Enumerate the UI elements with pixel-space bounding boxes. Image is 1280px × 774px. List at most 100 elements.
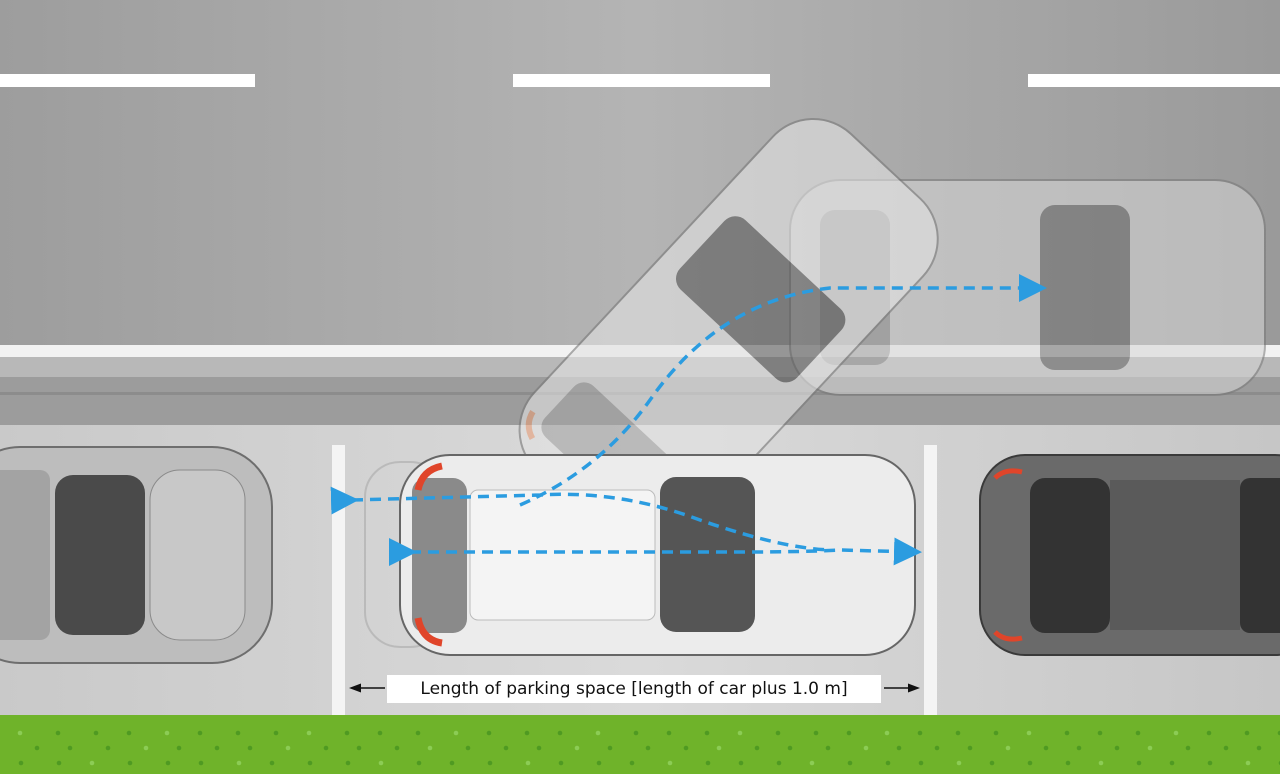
grass-dot — [524, 730, 530, 736]
grass-dot — [704, 730, 710, 736]
grass-dot — [595, 730, 601, 736]
parking-line-right — [924, 445, 937, 717]
grass-dot — [453, 730, 459, 736]
grass-dot — [574, 745, 580, 751]
grass-dot — [1098, 760, 1104, 766]
grass-dot — [629, 760, 635, 766]
parking-space-length-label: Length of parking space [length of car p… — [387, 675, 881, 703]
grass-dot — [1064, 730, 1070, 736]
grass-dot — [235, 730, 241, 736]
grass-dot — [607, 745, 613, 751]
grass-dot — [934, 745, 940, 751]
main-car — [364, 454, 916, 656]
grass-dot — [503, 745, 509, 751]
grass — [0, 715, 1280, 774]
grass-dot — [683, 745, 689, 751]
grass-dot — [93, 730, 99, 736]
grass-dot — [1135, 730, 1141, 736]
grass-dot — [918, 760, 924, 766]
grass-dot — [809, 760, 815, 766]
grass-dot — [738, 760, 744, 766]
grass-dot — [896, 745, 902, 751]
grass-dot — [1026, 730, 1032, 736]
grass-dot — [705, 760, 711, 766]
parking-line-left — [332, 445, 345, 717]
grass-dot — [1169, 760, 1175, 766]
grass-dot — [775, 730, 781, 736]
grass-dot — [377, 730, 383, 736]
grass-dot — [1097, 730, 1103, 736]
grass-dot — [323, 745, 329, 751]
grass-dot — [917, 730, 923, 736]
grass-dot — [633, 730, 639, 736]
grass-dot — [214, 745, 220, 751]
grass-dot — [666, 730, 672, 736]
grass-dot — [18, 760, 24, 766]
maneuver-paths — [330, 274, 1047, 566]
grass-dot — [1207, 760, 1213, 766]
grass-dot — [1147, 745, 1153, 751]
grass-dot — [787, 745, 793, 751]
grass-dot — [1256, 745, 1262, 751]
grass-dot — [247, 745, 253, 751]
grass-dot — [126, 730, 132, 736]
grass-dot — [345, 760, 351, 766]
grass-dot — [356, 745, 362, 751]
grass-dot — [378, 760, 384, 766]
grass-dot — [285, 745, 291, 751]
grass-dot — [1114, 745, 1120, 751]
path-exit-curve — [519, 274, 1047, 507]
grass-dot — [557, 730, 563, 736]
grass-dot — [993, 730, 999, 736]
grass-dot — [307, 760, 313, 766]
grass-dot — [56, 760, 62, 766]
grass-dot — [17, 730, 23, 736]
grass-dot — [525, 760, 531, 766]
grass-dot — [754, 745, 760, 751]
grass-dots — [17, 730, 1280, 766]
grass-dot — [737, 730, 743, 736]
lane-markings — [0, 74, 1280, 87]
grass-dot — [427, 745, 433, 751]
grass-dot — [236, 760, 242, 766]
grass-dot — [449, 760, 455, 766]
path-reverse-curve — [330, 486, 831, 552]
grass-dot — [1076, 745, 1082, 751]
grass-dot — [1206, 730, 1212, 736]
grass-dot — [846, 730, 852, 736]
grass-dot — [416, 760, 422, 766]
grass-dot — [885, 760, 891, 766]
grass-dot — [1223, 745, 1229, 751]
grass-dot — [645, 745, 651, 751]
grass-dot — [1027, 760, 1033, 766]
grass-dot — [956, 760, 962, 766]
grass-dot — [847, 760, 853, 766]
grass-dot — [1065, 760, 1071, 766]
grass-dot — [1244, 730, 1250, 736]
grass-dot — [306, 730, 312, 736]
grass-dot — [394, 745, 400, 751]
grass-dot — [127, 760, 133, 766]
grass-dot — [176, 745, 182, 751]
grass-dot — [486, 730, 492, 736]
grass-dot — [1245, 760, 1251, 766]
grass-dot — [884, 730, 890, 736]
grass-dot — [67, 745, 73, 751]
grass-dot — [55, 730, 61, 736]
grass-dot — [1185, 745, 1191, 751]
grass-dot — [967, 745, 973, 751]
grass-dot — [198, 760, 204, 766]
grass-dot — [487, 760, 493, 766]
grass-dot — [1136, 760, 1142, 766]
grass-dot — [596, 760, 602, 766]
grass-dot — [955, 730, 961, 736]
grass-dot — [863, 745, 869, 751]
parked-car-left — [0, 446, 273, 664]
grass-dot — [536, 745, 542, 751]
grass-dot — [164, 730, 170, 736]
grass-dot — [716, 745, 722, 751]
grass-dot — [415, 730, 421, 736]
grass-dot — [269, 760, 275, 766]
grass-dot — [558, 760, 564, 766]
